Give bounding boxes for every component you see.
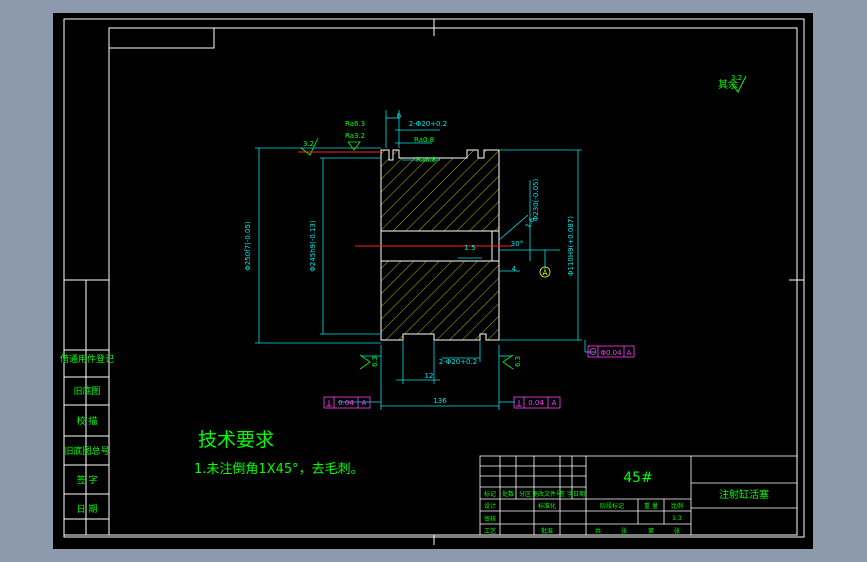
piston-body-lower (380, 260, 500, 341)
row-label-3: 工艺 (484, 527, 496, 535)
dim-inner-diameter: Φ245h9(-0.13) (309, 220, 317, 272)
stage-label-1: 阶段标记 (600, 502, 624, 510)
tolerance-roundness: Φ0.04 A (587, 345, 635, 358)
dim-chamfer: 1.5 (464, 244, 475, 252)
dim-groove-top: 2-Φ20+0.2 (409, 120, 447, 128)
dim-groove-top-small: 6 (397, 112, 402, 120)
hdr-label-5: 签 字 (559, 490, 573, 498)
part-name-text: 注射缸活塞 (719, 488, 769, 501)
ra-label-b: Ra3.2 (345, 132, 365, 140)
side-label-3: 校 描 (77, 415, 98, 427)
ra-label-a: Ra6.3 (345, 120, 365, 128)
general-roughness-note: 其余 3.2 (718, 74, 747, 93)
sheet-label-4: 张 (674, 527, 680, 535)
tolerance-perp-right: 0.04 A (513, 396, 561, 409)
dim-outer-diameter: Φ250f7(-0.05) (244, 221, 252, 271)
datum-a-label: A (543, 269, 548, 277)
sheet-label-2: 张 (621, 527, 627, 535)
side-label-4: 旧底图总号 (64, 445, 109, 457)
piston-section-view (298, 149, 512, 341)
tech-req-title: 技术要求 (198, 429, 274, 451)
dim-groove-bottom: 2-Φ20+0.2 (439, 358, 477, 366)
technical-requirements: 技术要求 1.未注倒角1X45°，去毛刺。 (194, 429, 364, 477)
dim-right-diameter: Φ230(-0.05) (532, 179, 540, 222)
dim-angle: 30° (511, 240, 523, 248)
dim-total-length: 136 (433, 397, 447, 405)
roughness-marks: 3.2 Ra6.3 Ra3.2 Ra0.8 Ra0.8 6.3 6.3 (300, 120, 522, 370)
side-label-2: 旧底图 (73, 385, 100, 397)
sheet-label-1: 共 (595, 527, 601, 535)
scale-value: 1:3 (672, 515, 682, 522)
dimension-texts: Φ250f7(-0.05) Φ245h9(-0.13) Φ110H9(+0.08… (244, 112, 575, 405)
dim-right-small: 4 (512, 265, 517, 273)
sheet-label-3: 第 (648, 527, 654, 535)
side-label-1: 借通用件登记 (60, 353, 114, 365)
tolerance-perp-left: 0.04 A (323, 396, 371, 409)
hdr-label-6: 日期 (573, 490, 585, 498)
stage-label-2: 重 量 (644, 502, 658, 510)
dim-groove-bottom-small: 12 (425, 372, 434, 380)
hdr-label-1: 标记 (484, 490, 496, 498)
hdr-label-3: 分区 (519, 490, 531, 498)
side-label-6: 日 期 (77, 504, 98, 515)
perp-right-value: 0.04 (528, 399, 544, 407)
bottom-right-ra: 6.3 (514, 356, 522, 367)
roundness-value: Φ0.04 (600, 349, 622, 357)
roundness-datum: A (627, 349, 632, 357)
side-label-5: 签 字 (77, 474, 98, 486)
hdr-label-2: 处数 (502, 490, 514, 498)
roughness-note-text: 其余 (718, 78, 738, 91)
material-text: 45# (623, 470, 653, 486)
roughness-note-value: 3.2 (731, 74, 742, 82)
bottom-left-ra: 6.3 (371, 356, 379, 367)
dimension-lines (255, 110, 595, 410)
hdr-label-4: 更改文件号 (532, 490, 562, 498)
row-label-1: 设计 (484, 502, 496, 510)
datum-a: A (539, 266, 551, 278)
dim-bore-diameter: Φ110H9(+0.087) (567, 216, 575, 276)
perp-left-value: 0.04 (338, 399, 354, 407)
standardization-label: 标准化 (538, 502, 556, 510)
tech-req-item: 1.未注倒角1X45°，去毛刺。 (194, 462, 364, 477)
ra-label-c2: Ra0.8 (416, 156, 436, 164)
perp-right-datum: A (552, 399, 557, 407)
piston-body-upper (380, 149, 500, 232)
title-block: 45# 注射缸活塞 标记 处数 分区 更改文件号 签 字 日期 设计 审核 工艺… (479, 455, 798, 536)
stage-label-3: 比例 (671, 502, 683, 510)
perp-left-datum: A (362, 399, 367, 407)
left-side-panel: 借通用件登记 旧底图 校 描 旧底图总号 签 字 日 期 (60, 279, 114, 536)
surface-top-ra: 3.2 (303, 140, 314, 148)
row-label-2: 审核 (484, 515, 496, 523)
approve-label: 批准 (541, 527, 553, 535)
ra-label-c: Ra0.8 (414, 136, 434, 144)
